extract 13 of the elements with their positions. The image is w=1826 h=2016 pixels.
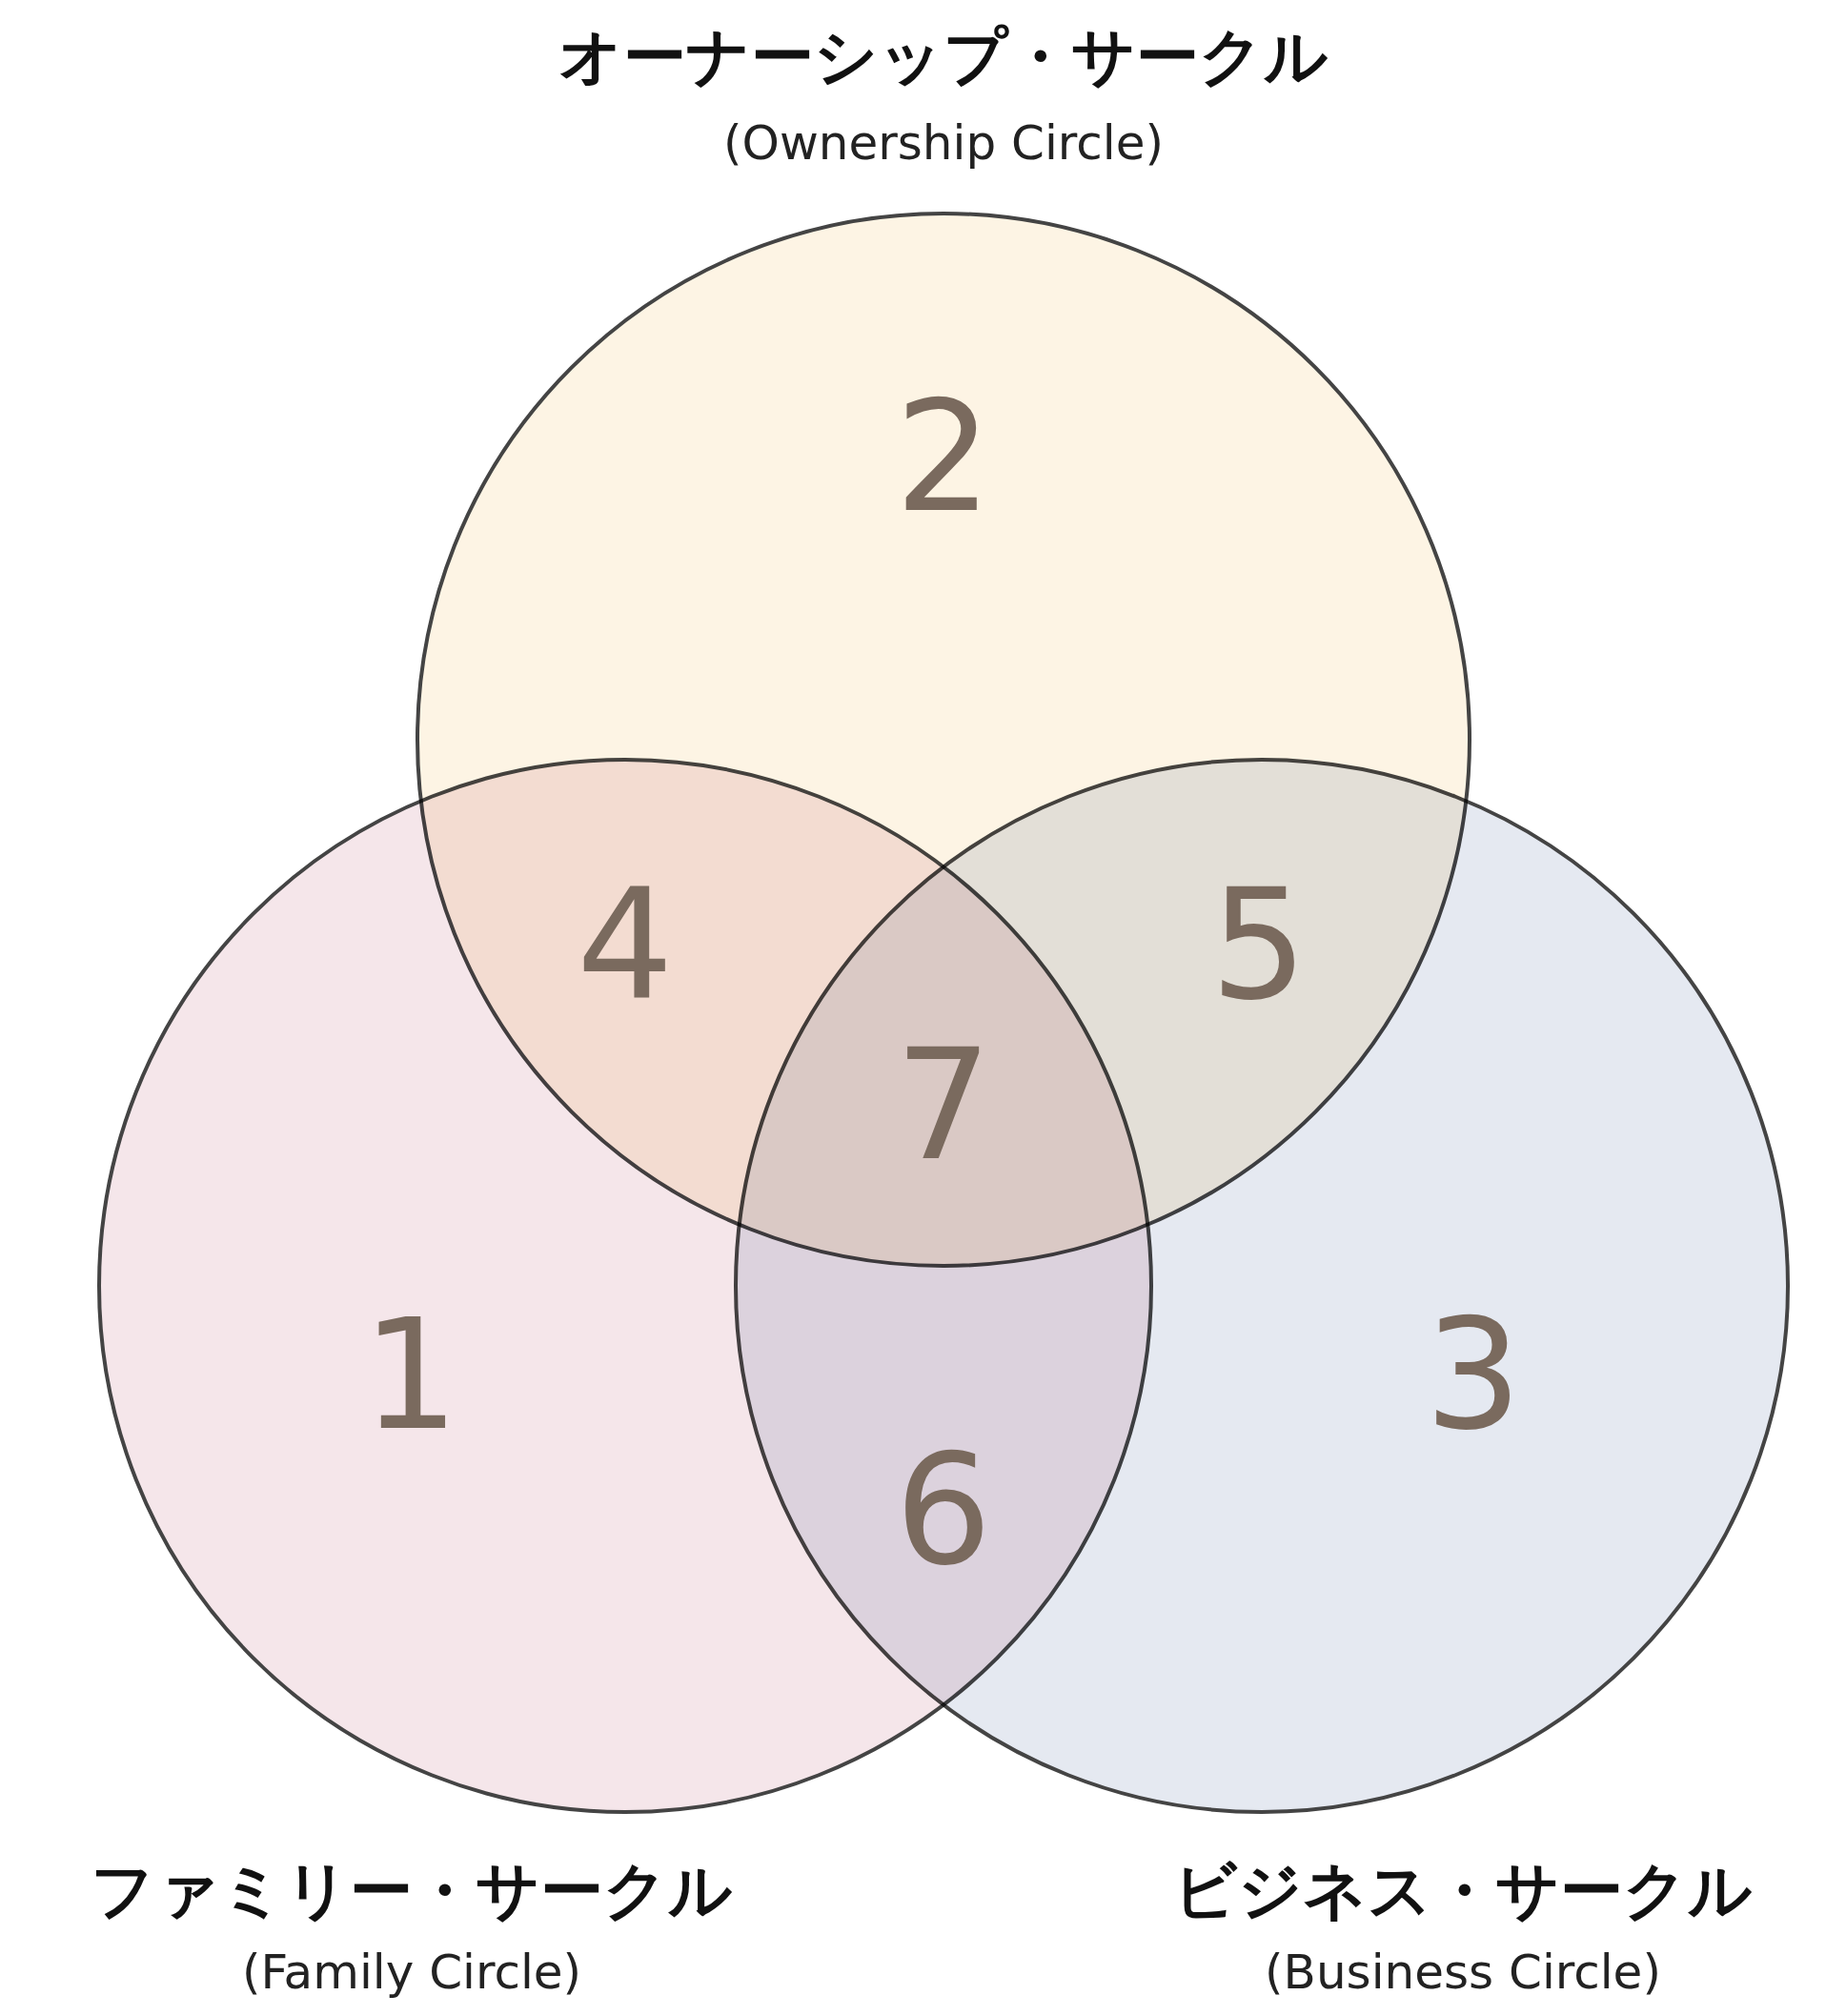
circle-subtitle: (Business Circle) — [1264, 1944, 1662, 2001]
region-number: 2 — [894, 377, 993, 539]
region-number: 3 — [1424, 1294, 1523, 1456]
circle-subtitle: (Ownership Circle) — [722, 114, 1165, 172]
region-number: 5 — [1209, 865, 1309, 1027]
circle-title: ファミリー・サークル — [90, 1853, 734, 1929]
circle-title: オーナーシップ・サークル — [558, 19, 1329, 95]
region-number: 7 — [894, 1025, 993, 1187]
circle-title: ビジネス・サークル — [1172, 1853, 1754, 1929]
region-number: 4 — [576, 865, 675, 1027]
region-number: 6 — [894, 1430, 993, 1592]
circle-subtitle: (Family Circle) — [240, 1944, 583, 2001]
region-number: 1 — [361, 1294, 460, 1456]
